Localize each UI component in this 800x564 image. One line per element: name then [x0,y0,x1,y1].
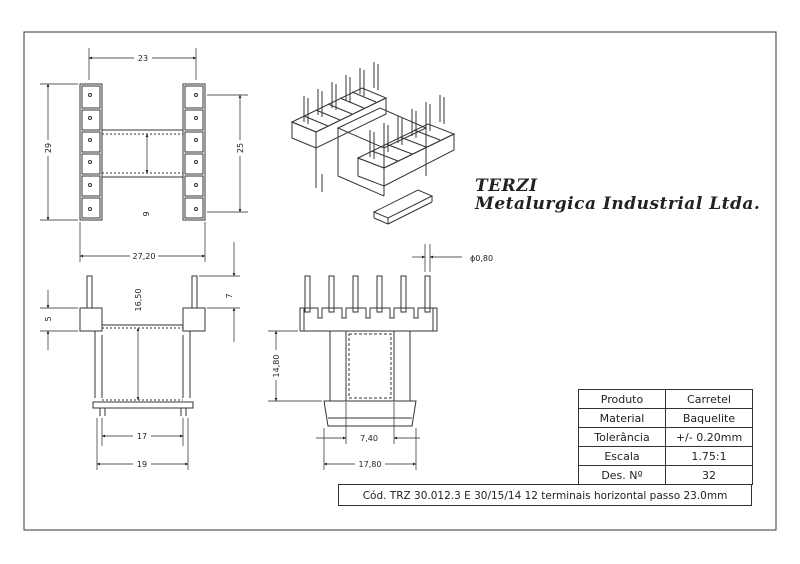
isometric-view [290,62,456,225]
title-block-row: Tolerância +/- 0.20mm [578,427,753,447]
dim-label: 29 [44,143,53,153]
dim-label: 25 [236,143,245,153]
row-label: Produto [578,389,666,409]
title-block-row: Escala 1.75:1 [578,446,753,466]
side-view-dimensions [40,242,240,470]
dim-label: 14,80 [272,355,281,378]
company-name: TERZI [475,176,538,196]
dim-label: 23 [138,54,148,63]
dim-label: 7 [225,293,234,298]
dim-label: 17 [137,432,147,441]
row-label: Material [578,408,666,428]
dim-label: 9 [142,211,151,216]
dim-label: 27,20 [133,252,156,261]
dim-label: 16,50 [134,289,143,312]
top-view-dim-labels: 23 29 25 9 27,20 [43,53,245,261]
dim-label: 5 [44,316,53,321]
row-value: Carretel [665,389,753,409]
title-block-row: Des. Nº 32 [578,465,753,485]
part-code: Cód. TRZ 30.012.3 E 30/15/14 12 terminai… [338,484,752,506]
front-view [299,275,438,427]
dim-label: 17,80 [359,460,382,469]
side-view [79,275,206,416]
sheet-border [23,31,777,531]
top-view-dimensions [40,48,248,262]
company-full-name: Metalurgica Industrial Ltda. [475,194,761,214]
row-value: 1.75:1 [665,446,753,466]
title-block-row: Material Baquelite [578,408,753,428]
title-block-row: Produto Carretel [578,389,753,409]
row-value: 32 [665,465,753,485]
dim-label: ϕ0,80 [470,254,493,263]
row-value: +/- 0.20mm [665,427,753,447]
row-label: Tolerância [578,427,666,447]
title-block: Produto Carretel Material Baquelite Tole… [578,389,753,485]
row-label: Escala [578,446,666,466]
side-view-dim-labels: 7 5 16,50 17 19 [42,286,234,469]
dim-label: 7,40 [360,434,378,443]
dim-label: 19 [137,460,147,469]
row-value: Baquelite [665,408,753,428]
top-view [79,83,206,221]
row-label: Des. Nº [578,465,666,485]
front-view-dim-labels: ϕ0,80 14,80 7,40 17,80 [271,254,493,469]
